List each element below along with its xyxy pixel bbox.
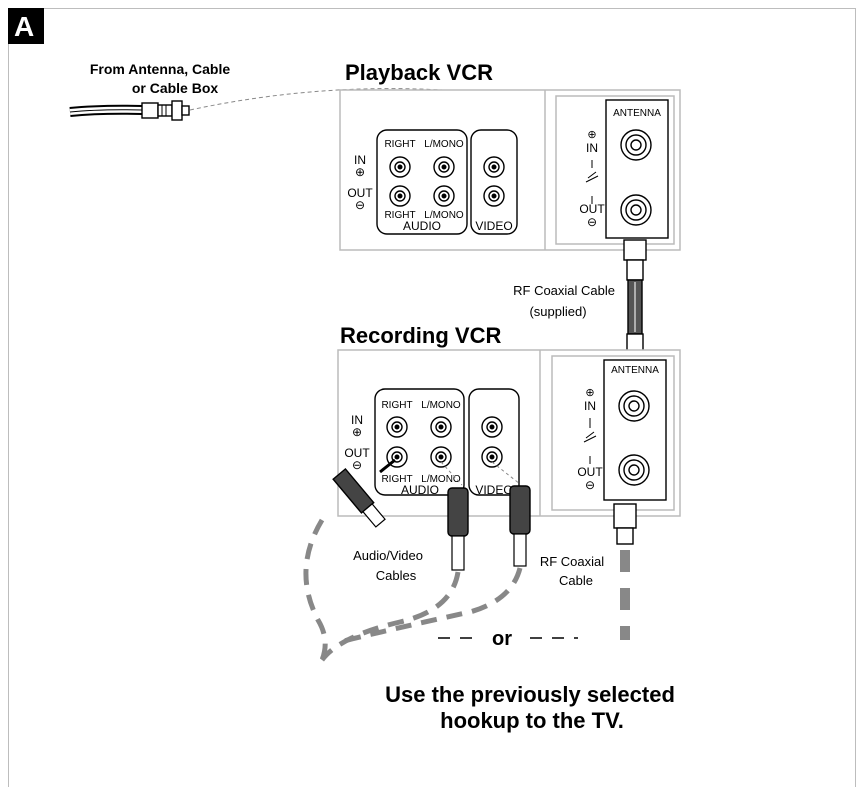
playback-ant-out-icon: ⊖ — [587, 215, 597, 229]
instruction-line-2: hookup to the TV. — [440, 708, 624, 733]
playback-audio-label: AUDIO — [403, 219, 441, 233]
source-label-2: or Cable Box — [132, 80, 219, 96]
recording-video-group — [468, 388, 520, 496]
rf-supplied-label-1: RF Coaxial Cable — [513, 283, 615, 298]
recording-vcr-title: Recording VCR — [340, 323, 501, 348]
recording-in-label: IN — [351, 413, 363, 427]
recording-ant-in-icon: ⊕ — [585, 387, 594, 399]
recording-ant-in-label: IN — [584, 399, 596, 413]
recording-lmono-out-label: L/MONO — [421, 474, 461, 485]
playback-video-label: VIDEO — [475, 219, 512, 233]
playback-video-group — [470, 129, 518, 235]
badge-letter: A — [14, 11, 34, 42]
playback-audio-group — [376, 129, 468, 235]
recording-rca-jacks — [386, 416, 503, 468]
playback-rca-jacks — [389, 156, 505, 207]
rf-cable-label-2: Cable — [559, 573, 593, 588]
playback-vcr-title: Playback VCR — [345, 60, 493, 85]
recording-right-out-label: RIGHT — [381, 474, 412, 485]
instruction-line-1: Use the previously selected — [385, 682, 675, 707]
playback-out-icon: ⊖ — [355, 198, 365, 212]
rf-cable-label-1: RF Coaxial — [540, 554, 604, 569]
recording-out-label: OUT — [344, 446, 370, 460]
recording-audio-group — [374, 388, 465, 496]
playback-ant-in-label: IN — [586, 141, 598, 155]
recording-audio-label: AUDIO — [401, 483, 439, 497]
playback-right-out-label: RIGHT — [384, 210, 415, 221]
recording-ant-out-icon: ⊖ — [585, 478, 595, 492]
playback-ant-out-label: OUT — [579, 202, 605, 216]
recording-ant-out-label: OUT — [577, 465, 603, 479]
recording-video-label: VIDEO — [475, 483, 512, 497]
recording-f-connectors — [618, 390, 650, 486]
playback-lmono-in-label: L/MONO — [424, 139, 464, 150]
recording-right-in-label: RIGHT — [381, 400, 412, 411]
source-label-1: From Antenna, Cable — [90, 61, 230, 77]
playback-in-icon: ⊕ — [355, 165, 365, 179]
recording-in-icon: ⊕ — [352, 425, 362, 439]
recording-antenna-block — [603, 359, 667, 501]
av-cables-label-2: Cables — [376, 568, 417, 583]
figure-badge — [8, 8, 44, 44]
playback-right-in-label: RIGHT — [384, 139, 415, 150]
av-cables-label-1: Audio/Video — [353, 548, 423, 563]
rf-output-cable — [613, 503, 637, 640]
playback-out-label: OUT — [347, 186, 373, 200]
playback-ant-in-icon: ⊕ — [587, 129, 596, 141]
playback-f-connectors — [620, 129, 652, 226]
or-label: or — [492, 628, 512, 650]
recording-lmono-in-label: L/MONO — [421, 400, 461, 411]
playback-in-label: IN — [354, 153, 366, 167]
playback-lmono-out-label: L/MONO — [424, 210, 464, 221]
recording-antenna-label: ANTENNA — [611, 365, 659, 376]
supplied-rf-cable — [622, 239, 648, 367]
diagram-frame — [8, 8, 856, 787]
recording-out-icon: ⊖ — [352, 458, 362, 472]
audio-video-cables — [303, 458, 531, 662]
playback-antenna-label: ANTENNA — [613, 108, 661, 119]
antenna-input-cable — [69, 100, 190, 121]
rf-supplied-label-2: (supplied) — [529, 304, 586, 319]
